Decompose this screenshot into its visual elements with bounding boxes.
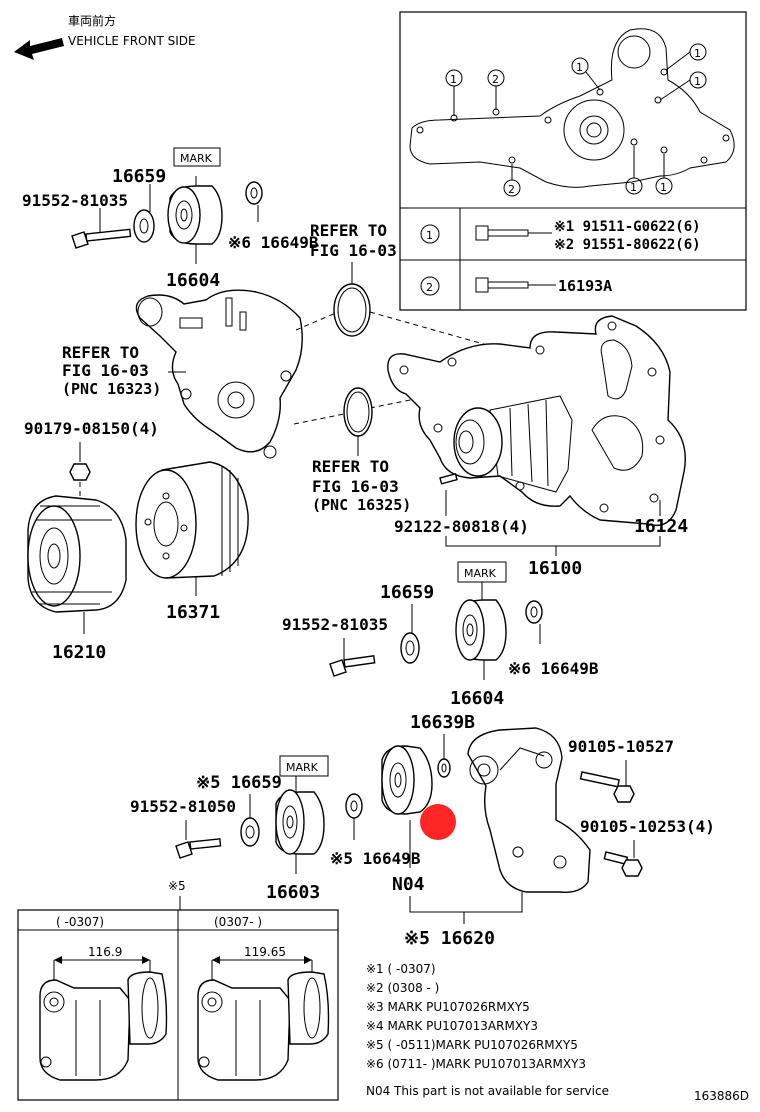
highlight-dot [420,804,456,840]
refer-left-line1: REFER TO [62,343,139,362]
drawing-code: 163886D [694,1089,749,1103]
bolt-90105-10527 [579,771,635,803]
refer-mid-line2: FIG 16-03 [312,477,399,496]
pulley-16371 [135,461,249,579]
front-label-jp: 車両前方 [68,13,116,28]
svg-text:1: 1 [630,181,637,194]
nut-90179 [69,463,91,481]
front-arrow-icon [14,38,64,60]
inset-row2-line1: 16193A [558,277,612,295]
inset-row1-line1: ※1 91511-G0622(6) [554,219,701,235]
mark-label-bot: MARK [286,761,319,774]
svg-text:1: 1 [694,47,701,60]
label-n04: N04 [392,874,425,895]
panel1-header: ( -0307) [56,915,104,929]
label-16659-bot: ※5 16659 [196,773,282,793]
svg-text:1: 1 [450,73,457,86]
tensioner-assembly [467,727,591,893]
mark-label-top: MARK [180,152,213,165]
pump-impeller-hub [453,395,573,493]
label-16659-top: 16659 [112,166,166,187]
label-16210: 16210 [52,642,106,663]
bolt-91552-mid [329,655,376,677]
note-2: ※2 (0308 - ) [366,981,439,995]
refer-top-line1: REFER TO [310,221,387,240]
note-4: ※4 MARK PU107013ARMXY3 [366,1019,538,1033]
pulley-16604-mid [455,599,507,661]
panel2-tensioner [197,956,330,1081]
o-ring-middle [343,387,373,437]
svg-text:1: 1 [660,181,667,194]
front-label-en: VEHICLE FRONT SIDE [68,34,196,48]
refer-mid-line1: REFER TO [312,457,389,476]
label-16649b-top: ※6 16649B [228,233,319,252]
panel2-dimension: 119.65 [244,945,286,959]
label-16603: 16603 [266,882,320,903]
pulley-16603 [275,789,325,855]
label-91552-81035-mid: 91552-81035 [282,615,388,634]
o-ring-top [333,283,371,337]
note-1: ※1 ( -0307) [366,962,436,976]
mark-label-mid: MARK [464,567,497,580]
label-91552-81035-top: 91552-81035 [22,191,128,210]
bolt-91552-bot [175,838,222,859]
label-16620: ※5 16620 [404,928,495,949]
label-16100: 16100 [528,558,582,579]
inset-callouts: 1 2 2 1 1 1 1 1 [445,43,707,197]
label-16124: 16124 [634,516,688,537]
svg-text:2: 2 [492,73,499,86]
footer-note: N04 This part is not available for servi… [366,1084,609,1098]
pulley-16604-top [167,185,223,245]
panel1-dimension: 116.9 [88,945,122,959]
bolt-icon [475,277,556,293]
label-90105-10527: 90105-10527 [568,737,674,756]
svg-text:1: 1 [694,75,701,88]
spacer-16649b-top [245,181,263,205]
inset-row1-line2: ※2 91551-80622(6) [554,237,701,253]
svg-text:2: 2 [426,281,433,294]
label-90105-10253: 90105-10253(4) [580,817,715,836]
label-16371: 16371 [166,602,220,623]
label-92122: 92122-80818(4) [394,517,529,536]
notes-list: ※1 ( -0307) ※2 (0308 - ) ※3 MARK PU10702… [366,962,586,1071]
refer-left-line3: (PNC 16323) [62,380,161,398]
label-16659-mid: 16659 [380,582,434,603]
stud-92122 [439,473,458,485]
label-16604-mid: 16604 [450,688,504,709]
bolt-91552-top [71,228,132,249]
label-16649b-bot: ※5 16649B [330,849,421,868]
label-16639b: 16639B [410,712,475,733]
idler-pulley-n04 [381,745,433,815]
panel1-tensioner [39,956,168,1081]
spacer-16639b [437,758,451,778]
svg-text:2: 2 [508,183,515,196]
svg-text:1: 1 [576,61,583,74]
note-3: ※3 MARK PU107026RMXY5 [366,1000,530,1014]
label-91552-81050: 91552-81050 [130,797,236,816]
water-pump-16124 [387,315,686,527]
label-90179: 90179-08150(4) [24,419,159,438]
label-16604-top: 16604 [166,270,220,291]
washer-16659-mid [400,632,420,664]
inset-bolt-holes [416,68,730,164]
spacer-16649b-mid [525,600,543,624]
refer-mid-line3: (PNC 16325) [312,496,411,514]
refer-left-line2: FIG 16-03 [62,361,149,380]
inset-box: 1 2 2 1 1 1 1 1 1 2 ※1 9151 [399,11,747,311]
fan-clutch-16210 [27,495,127,613]
spacer-16649b-bot [345,793,363,819]
panel2-header: (0307- ) [214,915,262,929]
svg-text:1: 1 [426,229,433,242]
note-5: ※5 ( -0511)MARK PU107026RMXY5 [366,1038,578,1052]
note5-marker: ※5 [168,879,186,893]
water-inlet-housing [135,289,303,459]
washer-16659-bot [240,817,260,847]
note-6: ※6 (0711- )MARK PU107013ARMXY3 [366,1057,586,1071]
label-16649b-mid: ※6 16649B [508,659,599,678]
bolt-90105-10253 [603,851,643,877]
refer-top-line2: FIG 16-03 [310,241,397,260]
washer-16659-top [133,209,155,243]
